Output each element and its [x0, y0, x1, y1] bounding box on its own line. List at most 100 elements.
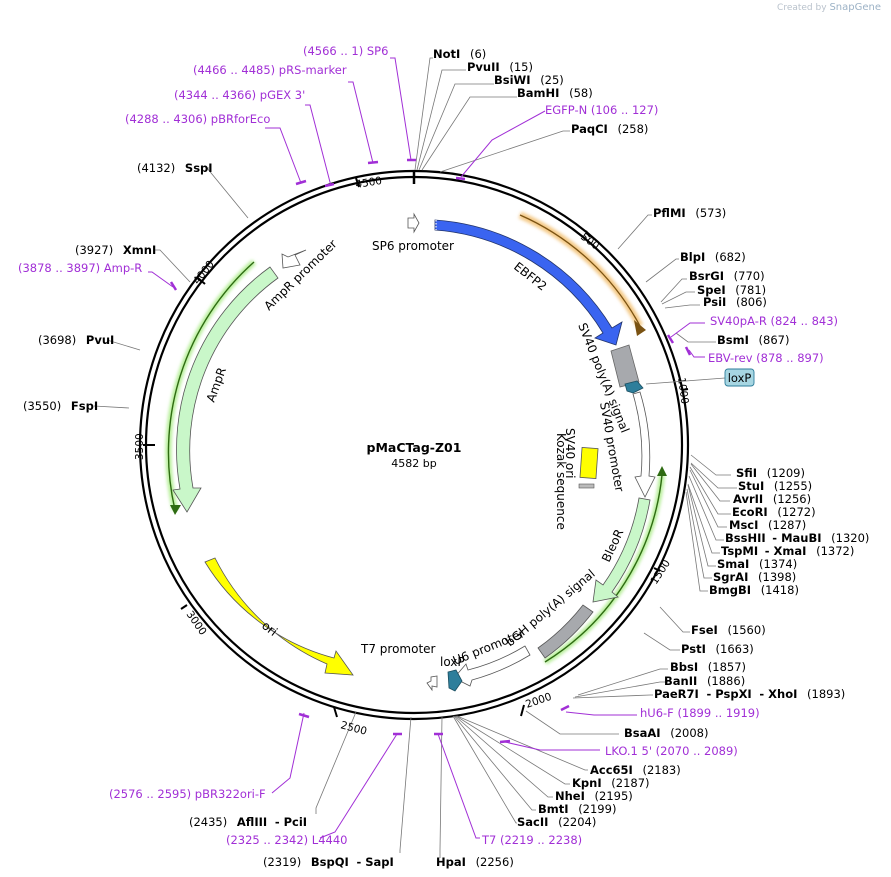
enzyme-name: PvuII — [467, 60, 500, 74]
primer-t7: T7 (2219 .. 2238) — [481, 833, 582, 847]
cut-position: (770) — [734, 269, 765, 283]
loxp-right — [624, 380, 644, 394]
primer-ebv-rev: EBV-rev (878 .. 897) — [708, 351, 824, 365]
enzyme-name: PaqCI — [571, 122, 608, 136]
cut-position: (1209) — [767, 466, 805, 480]
egfp-band — [518, 211, 646, 336]
cut-position: (2435) — [189, 815, 227, 829]
credit-prefix: Created by — [777, 3, 827, 13]
sv40-polya-block — [610, 344, 640, 388]
primer-hu6-f: hU6-F (1899 .. 1919) — [640, 706, 760, 720]
cut-position: (806) — [736, 295, 767, 309]
site-bmti: BmtI (2199) — [538, 802, 616, 816]
leader-lines — [93, 57, 737, 858]
enzyme-name: XmnI — [123, 243, 156, 257]
sv40-ori-block — [579, 447, 599, 479]
cut-position: (2319) — [263, 855, 301, 869]
site-avrii: AvrII (1256) — [733, 492, 811, 506]
enzyme-name: BmtI — [538, 802, 569, 816]
cut-position: (58) — [569, 86, 593, 100]
enzyme-name: BsmI — [717, 333, 749, 347]
enzyme-name: NheI — [555, 789, 585, 803]
cut-position: (2008) — [670, 726, 708, 740]
cut-position: (1256) — [773, 492, 811, 506]
cut-position: (867) — [759, 333, 790, 347]
tick-4500: 4500 — [355, 175, 383, 191]
site-bbsi: BbsI (1857) — [670, 660, 746, 674]
enzyme-name: BsaAI — [624, 726, 661, 740]
enzyme-name: HpaI — [436, 855, 466, 869]
cut-position: (1663) — [716, 642, 754, 656]
plasmid-length: 4582 bp — [391, 457, 436, 470]
site-pflmi: PflMI (573) — [653, 206, 726, 220]
snapgene-logo: SnapGene — [829, 2, 881, 13]
cut-position: (2199) — [578, 802, 616, 816]
enzyme-name: AflIII — [237, 815, 267, 829]
cut-position: (2195) — [595, 789, 633, 803]
enzyme-name: SmaI — [717, 557, 749, 571]
ori-arrow — [204, 557, 354, 676]
cut-position: (15) — [509, 60, 533, 74]
enzyme-name: - SapI — [356, 855, 393, 869]
site-tspmi: TspMI - XmaI (1372) — [721, 544, 854, 558]
enzyme-name: BsrGI — [689, 269, 724, 283]
enzyme-name: NotI — [433, 47, 460, 61]
site-sfii: SfiI (1209) — [736, 466, 805, 480]
site-noti: NotI (6) — [433, 47, 486, 61]
sv40-ori-label: SV40 ori — [563, 428, 577, 479]
site-smai: SmaI (1374) — [717, 557, 797, 571]
enzyme-name: BlpI — [680, 250, 705, 264]
tick-2500: 2500 — [339, 719, 368, 738]
cut-position: (1287) — [768, 518, 806, 532]
site-xmni: (3927) XmnI — [75, 243, 156, 257]
enzyme-name: PflMI — [653, 206, 686, 220]
t7-promoter-arrow — [426, 675, 438, 692]
site-blpi: BlpI (682) — [680, 250, 746, 264]
primer-l4440: (2325 .. 2342) L4440 — [226, 833, 347, 847]
cut-position: (1272) — [777, 505, 815, 519]
snapgene-credit: Created by SnapGene — [777, 2, 881, 13]
cut-position: (781) — [735, 283, 766, 297]
primer-pbr322ori-f: (2576 .. 2595) pBR322ori-F — [109, 787, 266, 801]
cut-position: (1255) — [774, 479, 812, 493]
enzyme-name: Acc65I — [590, 763, 633, 777]
primer-lko: LKO.1 5' (2070 .. 2089) — [605, 744, 738, 758]
site-paqci: PaqCI (258) — [571, 122, 648, 136]
scale-ticks — [143, 177, 689, 718]
site-psii: PsiI (806) — [703, 295, 767, 309]
site-bmgbi: BmgBI (1418) — [709, 583, 799, 597]
cut-position: (3698) — [38, 333, 76, 347]
cut-position: (4132) — [137, 161, 175, 175]
site-pvuii: PvuII (15) — [467, 60, 533, 74]
enzyme-name: BmgBI — [709, 583, 751, 597]
enzyme-name: SacII — [517, 815, 548, 829]
cut-position: (1398) — [758, 570, 796, 584]
enzyme-name: PsiI — [703, 295, 726, 309]
primer-sv40pa-r: SV40pA-R (824 .. 843) — [710, 314, 838, 328]
cut-position: (25) — [540, 73, 564, 87]
loxp-box: loxP — [645, 368, 755, 387]
tick-3500: 3500 — [134, 433, 146, 460]
tick-1500: 1500 — [648, 558, 673, 587]
site-hpai: HpaI (2256) — [436, 855, 514, 869]
cut-position: (1893) — [807, 687, 845, 701]
primer-prs-marker: (4466 .. 4485) pRS-marker — [193, 63, 347, 77]
site-bsmi: BsmI (867) — [717, 333, 789, 347]
cut-position: (1418) — [761, 583, 799, 597]
enzyme-name: KpnI — [572, 776, 602, 790]
primer-egfp-n: EGFP-N (106 .. 127) — [545, 103, 658, 117]
cut-position: (1374) — [759, 557, 797, 571]
cut-position: (1372) — [816, 544, 854, 558]
cut-position: (6) — [470, 47, 486, 61]
kozak-label: Kozak sequence — [554, 433, 568, 530]
site-bsshii: BssHII - MauBI (1320) — [725, 531, 869, 545]
site-ecori: EcoRI (1272) — [732, 505, 816, 519]
bleor-arrow — [592, 497, 651, 603]
site-bsaai: BsaAI (2008) — [624, 726, 708, 740]
ebfp2-arrow — [434, 219, 623, 346]
site-afliii: (2435) AflIII - PciI — [189, 815, 307, 829]
site-spei: SpeI (781) — [697, 283, 766, 297]
cut-position: (1560) — [727, 623, 765, 637]
enzyme-name: StuI — [738, 479, 764, 493]
site-fspi: (3550) FspI — [23, 399, 98, 413]
